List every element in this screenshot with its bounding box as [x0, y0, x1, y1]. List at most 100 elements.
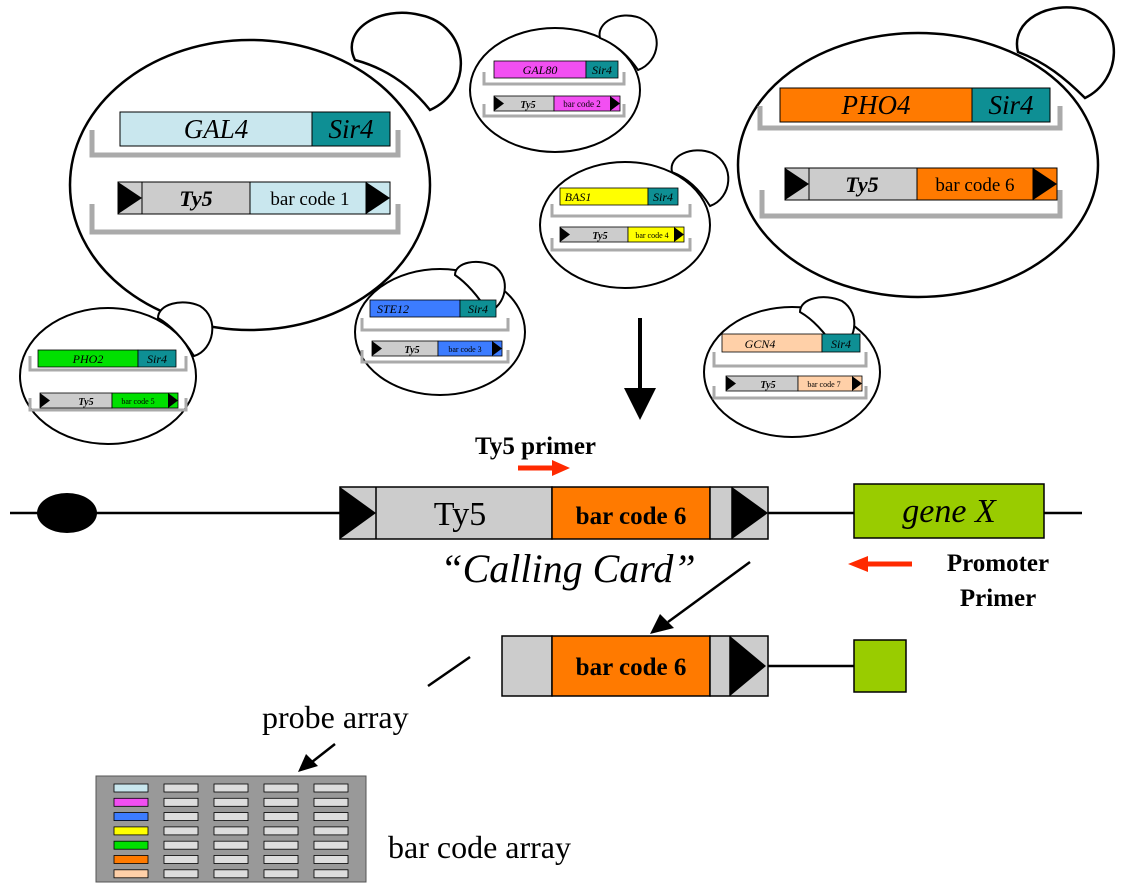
array-probe	[313, 826, 349, 836]
gcn4-label: GCN4	[745, 337, 776, 351]
hybridize-dash	[427, 655, 471, 688]
pcr-barcode-label: bar code 6	[576, 654, 687, 681]
array-probe	[163, 840, 199, 850]
gene-x-label: gene X	[902, 493, 997, 530]
probe-arrow-icon	[298, 743, 336, 772]
array-probe	[263, 812, 299, 821]
array-probe	[263, 855, 299, 864]
gal80-label: GAL80	[523, 63, 558, 77]
barcode-label: bar code 4	[635, 231, 668, 240]
ty5-label: Ty5	[520, 100, 535, 111]
array-probe	[313, 840, 349, 850]
calling-card-barcode	[551, 486, 711, 540]
pho4-label: PHO4	[841, 90, 911, 120]
array-probe-colored	[113, 840, 149, 850]
ty5-label: Ty5	[760, 380, 775, 391]
promoter-primer-arrow-icon	[848, 556, 912, 572]
barcode-label: bar code 6	[935, 175, 1014, 196]
calling-card-barcode-label: bar code 6	[576, 503, 687, 530]
ty5-label: Ty5	[78, 397, 93, 408]
gene-x-box	[853, 483, 1045, 539]
array-probe	[263, 783, 299, 793]
array-probe	[313, 812, 349, 821]
array-probe	[213, 840, 249, 850]
array-probe-colored	[113, 869, 149, 879]
barcode-label: bar code 5	[121, 397, 154, 406]
promoter-primer-label-2: Primer	[960, 585, 1036, 612]
bar-code-array-label: bar code array	[388, 829, 571, 865]
array-probe	[213, 812, 249, 821]
ltr-left-icon	[340, 487, 376, 539]
barcode-label: bar code 7	[807, 380, 840, 389]
diagonal-arrow-icon	[650, 560, 751, 634]
calling-card-ty5-label: Ty5	[434, 496, 486, 533]
array-probe	[163, 783, 199, 793]
ty5-primer-label: Ty5 primer	[475, 433, 596, 460]
pho2-label: PHO2	[72, 352, 104, 366]
array-probe	[213, 869, 249, 879]
ltr-left-icon	[118, 182, 142, 214]
yeast-cell-pho4: PHO4 Sir4 Ty5 bar code 6	[736, 6, 1116, 299]
array-probe-colored	[113, 783, 149, 793]
gene-x-fragment	[853, 639, 907, 693]
array-probe-colored	[113, 826, 149, 836]
ty5-label: Ty5	[179, 186, 212, 211]
bar-code-array	[95, 775, 367, 883]
probe-array-label: probe array	[262, 699, 409, 735]
array-probe-colored	[113, 855, 149, 864]
array-probe	[313, 797, 349, 807]
barcode-label: bar code 1	[270, 189, 349, 210]
yeast-cell-gcn4: GCN4 Sir4 Ty5 bar code 7	[703, 296, 881, 438]
ltr-right-icon	[730, 636, 766, 696]
calling-card-label: “Calling Card”	[440, 546, 695, 591]
array-probe	[263, 826, 299, 836]
ty5-primer-arrow-icon	[518, 460, 570, 476]
sir4-box	[311, 111, 391, 147]
sir4-label: Sir4	[328, 114, 373, 144]
down-arrow-icon	[624, 318, 656, 420]
ltr-right-icon	[366, 182, 390, 214]
yeast-cell-ste12: STE12 Sir4 Ty5 bar code 3	[354, 260, 526, 396]
pcr-barcode-box	[551, 635, 711, 697]
chromosome: Ty5 bar code 6 gene X	[10, 483, 1082, 540]
gal4-box	[119, 111, 313, 147]
array-probe	[163, 855, 199, 864]
yeast-cell-bas1: BAS1 Sir4 Ty5 bar code 4	[539, 149, 730, 289]
sir4-label: Sir4	[592, 63, 612, 77]
array-probe	[213, 783, 249, 793]
array-probe-colored	[113, 812, 149, 821]
centromere-icon	[37, 493, 97, 533]
array-probe	[163, 797, 199, 807]
array-probe	[313, 855, 349, 864]
array-probe	[263, 840, 299, 850]
array-probe	[213, 797, 249, 807]
ty5-label: Ty5	[404, 345, 419, 356]
array-probe	[313, 783, 349, 793]
array-probe	[263, 797, 299, 807]
array-probe	[213, 826, 249, 836]
yeast-cell-gal80: GAL80 Sir4 Ty5 bar code 2	[469, 14, 658, 153]
array-probe	[163, 812, 199, 821]
ty5-label: Ty5	[845, 172, 878, 197]
array-probe	[213, 855, 249, 864]
barcode-label: bar code 2	[563, 99, 600, 109]
sir4-label: Sir4	[988, 90, 1033, 120]
pcr-product: bar code 6	[501, 635, 907, 697]
array-probe	[313, 869, 349, 879]
array-probe	[163, 826, 199, 836]
array-probe-colored	[113, 797, 149, 807]
bas1-label: BAS1	[565, 190, 592, 204]
sir4-label: Sir4	[147, 352, 167, 366]
array-probe	[163, 869, 199, 879]
gal4-label: GAL4	[184, 114, 249, 144]
barcode-label: bar code 3	[448, 345, 481, 354]
array-probe	[263, 869, 299, 879]
sir4-label: Sir4	[831, 337, 851, 351]
ltr-right-icon	[732, 487, 768, 539]
promoter-primer-label-1: Promoter	[947, 550, 1049, 577]
ty5-label: Ty5	[592, 231, 607, 242]
ste12-label: STE12	[377, 302, 409, 316]
yeast-cell-pho2: PHO2 Sir4 Ty5 bar code 5	[19, 301, 214, 445]
sir4-label: Sir4	[468, 302, 488, 316]
yeast-cell-gal4: GAL4 Sir4 Ty5 bar code 1	[68, 11, 463, 332]
